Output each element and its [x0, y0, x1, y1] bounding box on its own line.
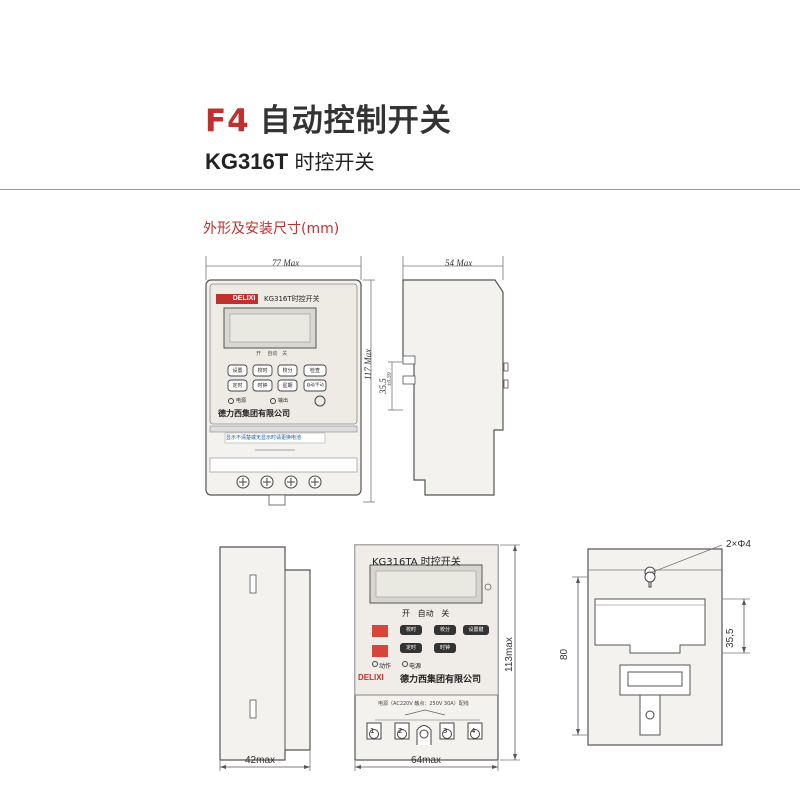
header-divider: [0, 189, 800, 190]
led-power-label: 电源: [236, 398, 247, 404]
front2-model-label: KG316TA 时控开关: [372, 557, 461, 568]
front2-lcd-auto: 自动: [417, 609, 434, 618]
front2-btn-timer[interactable]: 定时: [405, 645, 416, 651]
front2-lcd-on: 开: [402, 609, 410, 618]
front2-btn-clock[interactable]: 时钟: [439, 645, 450, 651]
mounting-holes-dim: 2×Φ4: [726, 539, 751, 550]
product-model-title: 时控开关: [294, 150, 375, 174]
btn-set[interactable]: 设置: [232, 368, 243, 374]
terminal-3: 3: [443, 727, 448, 735]
btn-hour[interactable]: 校时: [257, 368, 268, 374]
btn-check[interactable]: 检查: [309, 368, 320, 374]
dimensions-section-label: 外形及安装尺寸(mm): [203, 221, 340, 237]
product-model: KG316T: [205, 149, 289, 174]
front2-btn-hour[interactable]: 校时: [405, 627, 416, 633]
front2-company: 德力西集团有限公司: [400, 675, 482, 685]
btn-timer[interactable]: 定时: [232, 383, 243, 389]
brand-logo: DELIXI: [232, 295, 256, 302]
lcd-mark-off: 关: [282, 351, 288, 357]
btn-minute[interactable]: 校分: [282, 368, 293, 374]
battery-warning: 显示不清楚或无显示时请更换电池: [226, 435, 302, 441]
front-model-label: KG316T时控开关: [264, 295, 320, 303]
side-depth-dim: 42max: [245, 755, 276, 766]
kg316t-front-view: [205, 256, 375, 506]
front2-btn-minute[interactable]: 校分: [439, 627, 450, 633]
lcd-mark-on: 开: [256, 351, 262, 357]
terminal-1: 1: [370, 727, 375, 735]
terminal-2: 2: [398, 727, 403, 735]
btn-auto-manual[interactable]: 自动/手动: [306, 382, 324, 387]
product-subtitle: KG316T 时控开关: [205, 146, 375, 175]
section-title: 自动控制开关: [259, 103, 452, 139]
front2-rating: 电源（AC220V 触点：250V 30A）配线: [378, 701, 469, 707]
kg316ta-front-view: [354, 544, 520, 771]
lcd-marks: 开 自动 关: [256, 350, 287, 357]
front2-lcd-off: 关: [441, 609, 450, 618]
rail-tolerance: ±0.39: [387, 372, 393, 386]
front2-btn-set[interactable]: 设置键: [468, 627, 484, 633]
front2-width-dim: 64max: [411, 755, 442, 766]
front2-lcd-marks: 开 自动 关: [402, 608, 449, 619]
kg316t-side-view: [388, 256, 509, 496]
company-name: 德力西集团有限公司: [218, 409, 290, 418]
front2-height-dim: 113max: [504, 637, 515, 672]
front2-led-action: 动作: [379, 663, 392, 670]
back-height-dim: 80: [559, 648, 570, 660]
btn-week[interactable]: 星期: [282, 383, 293, 389]
terminal-4: 4: [471, 727, 476, 735]
led-output-label: 输出: [278, 398, 289, 404]
section-code: F4: [205, 103, 250, 139]
side-width-dim: 54 Max: [445, 258, 473, 268]
kg316ta-back-view: [572, 544, 750, 746]
kg316ta-side-view: [219, 546, 311, 771]
lcd-mark-auto: 自动: [267, 351, 278, 357]
front2-led-power: 电源: [409, 663, 422, 670]
back-rail-dim: 35,5: [725, 628, 736, 648]
front2-brand: DELIXI: [358, 673, 384, 682]
btn-clock[interactable]: 时钟: [257, 383, 268, 389]
front-width-dim: 77 Max: [272, 258, 300, 268]
